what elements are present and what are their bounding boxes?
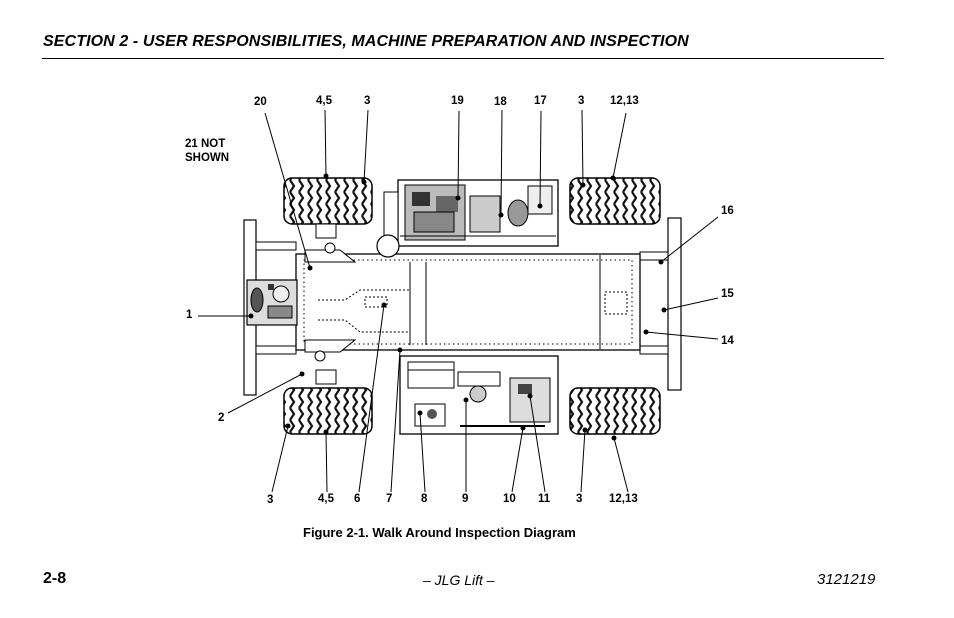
ground-control-station [246,279,298,326]
footer-center-text: – JLG Lift – [423,572,495,588]
chassis-dotted-outline [303,259,633,345]
figure-caption: Figure 2-1. Walk Around Inspection Diagr… [303,525,576,540]
chassis-frame [295,253,641,351]
engine-compartment [376,179,559,258]
document-number: 3121219 [817,571,876,588]
callout-leaders [198,109,719,493]
note-21-line2: SHOWN [185,152,230,164]
callout-19: 19 [451,95,464,107]
callout-20: 20 [254,96,267,108]
callout-16: 16 [721,205,734,217]
callout-10: 10 [503,493,516,505]
tire-rear-right [569,387,661,435]
callout-6: 6 [354,493,361,505]
section-header: SECTION 2 - USER RESPONSIBILITIES, MACHI… [43,33,689,50]
callout-15: 15 [721,288,734,300]
page-number: 2-8 [43,570,67,587]
callout-2: 2 [218,412,225,424]
front-axle-top [255,241,297,251]
callout-4-5-top: 4,5 [316,95,332,107]
callout-3-top-left: 3 [364,95,371,107]
callout-4-5-bottom: 4,5 [318,493,334,505]
callout-3-bottom-right: 3 [576,493,583,505]
callout-14: 14 [721,335,734,347]
callout-3-top-right: 3 [578,95,585,107]
callout-7: 7 [386,493,393,505]
callout-9: 9 [462,493,469,505]
callout-12-13-top: 12,13 [610,95,639,107]
hydraulic-compartment [399,355,559,435]
rear-axle-bottom [639,345,669,355]
callout-3-bottom-left: 3 [267,494,274,506]
callout-17: 17 [534,95,547,107]
rear-axle-top [639,251,669,261]
callout-12-13-bottom: 12,13 [609,493,638,505]
callout-8: 8 [421,493,428,505]
tire-front-left [283,177,373,225]
note-21-line1: 21 NOT [185,138,226,150]
callout-18: 18 [494,96,507,108]
rear-bumper [667,217,682,391]
callout-1: 1 [186,309,193,321]
tire-front-right [283,387,373,435]
header-rule [42,58,884,59]
front-axle-bottom [255,345,297,355]
callout-11: 11 [538,493,551,505]
